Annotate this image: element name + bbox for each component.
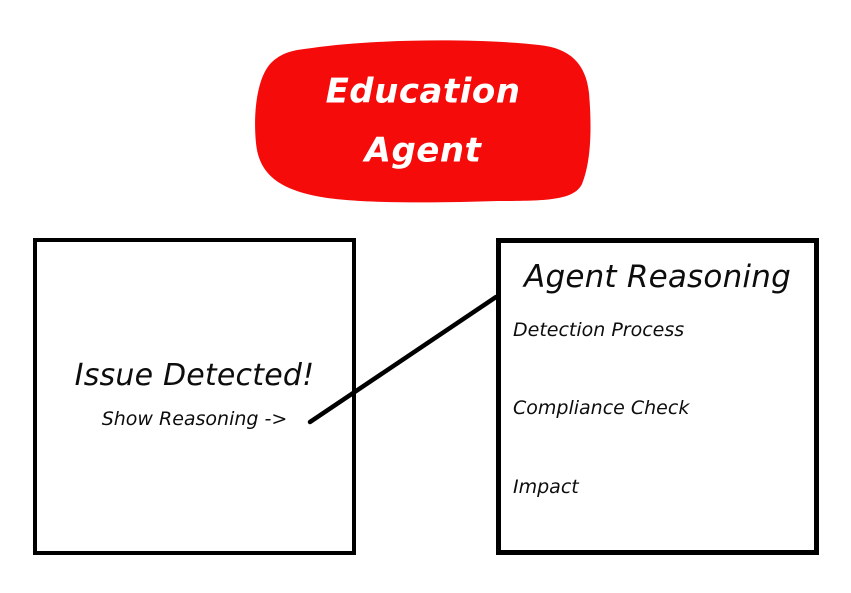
badge-label: Education Agent [325,71,521,171]
reasoning-item-compliance-check: Compliance Check [513,397,690,419]
reasoning-title: Agent Reasoning [524,259,791,295]
education-agent-badge: Education Agent [254,38,592,205]
show-reasoning-link[interactable]: Show Reasoning -> [101,408,288,430]
issue-panel: Issue Detected! Show Reasoning -> [33,238,356,555]
badge-blob-shape [255,40,591,203]
issue-title: Issue Detected! [74,358,315,393]
reasoning-item-impact: Impact [513,476,579,498]
reasoning-panel: Agent Reasoning Detection Process Compli… [496,238,819,555]
reasoning-item-detection-process: Detection Process [513,319,685,341]
